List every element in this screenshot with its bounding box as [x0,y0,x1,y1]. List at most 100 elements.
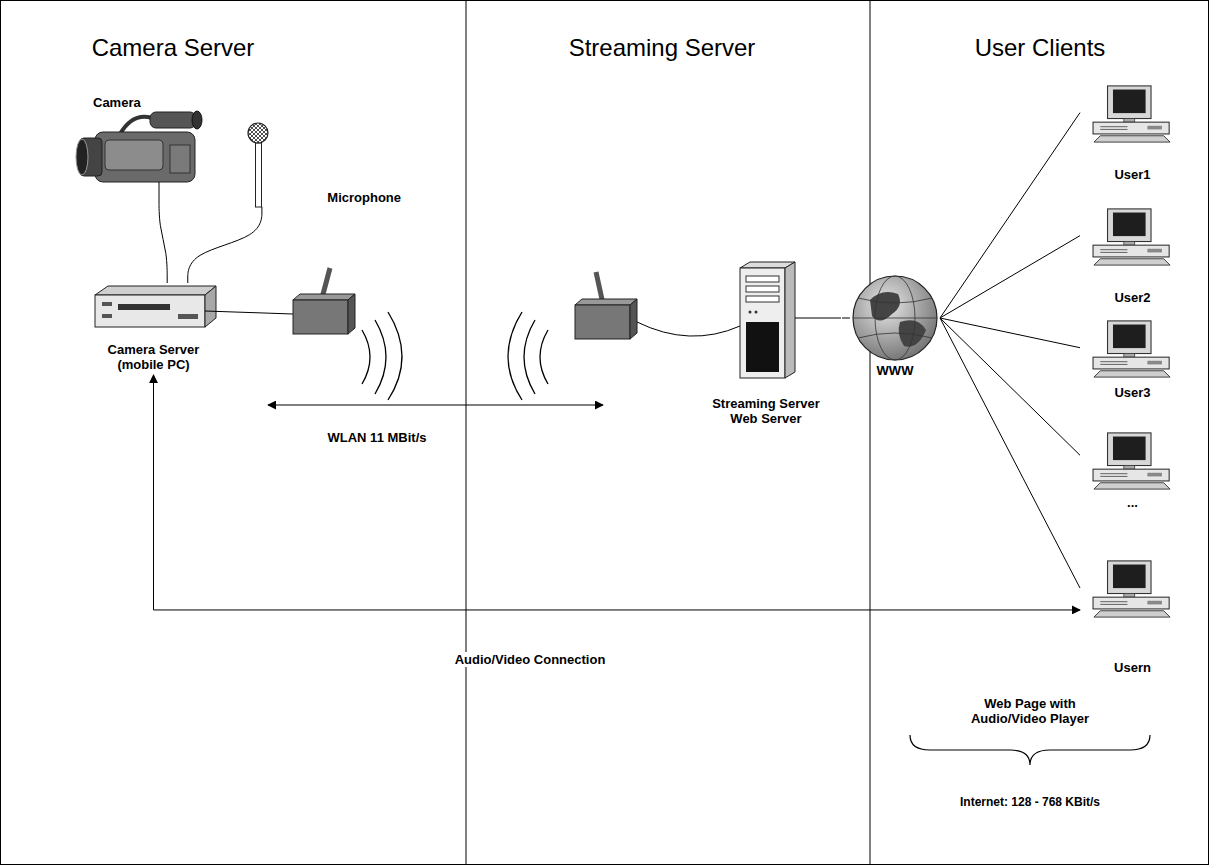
user-client-node: User3 [1080,317,1185,400]
camcorder-illustration-part [170,145,190,173]
user-computers-part [1093,321,1170,377]
column-heading-holder: Streaming Server [522,34,802,62]
client-label: ... [1125,495,1140,510]
camcorder-illustration-part [150,112,196,128]
camcorder-illustration [76,111,202,196]
camera-server-illustration-part [178,314,198,319]
network-label: WWW [875,363,916,378]
streaming-server-illustration-part [785,262,795,378]
microphone-illustration-part [248,123,268,143]
user-client-node: User1 [1080,80,1185,182]
cable-line [188,207,262,283]
streaming-server-illustration-part [740,268,785,378]
microphone-node: Microphone [245,115,425,207]
client-label: Usern [1112,660,1153,675]
player-note: Web Page with Audio/Video Player [955,696,1105,726]
streaming-server-illustration-part [746,276,779,282]
user-client-node: User2 [1080,203,1185,305]
user-client-node: Usern [1080,555,1185,675]
device-label: Streaming Server Web Server [698,396,834,426]
column-heading: User Clients [973,34,1108,62]
cable-line [940,318,1080,348]
wlan-antenna-left-part [388,312,402,400]
camera-server-illustration-part [95,295,205,327]
wlan-antenna-left-part [293,294,355,300]
device-label: Microphone [325,190,403,205]
streaming-server-illustration-part [746,322,779,372]
wlan-antenna-right-part [575,305,630,339]
camcorder-illustration-part [95,132,195,182]
link-speed-label-holder: WLAN 11 MBit/s [282,428,472,446]
user-client-node: ... [1080,427,1185,510]
camera-server-illustration-part [205,286,216,327]
streaming-server-illustration-part [795,318,841,319]
camcorder-illustration-part [76,139,88,175]
wlan-antenna-right-part [540,330,548,384]
camcorder-illustration-part [192,111,202,129]
column-heading-holder: Camera Server [53,34,293,62]
column-heading-holder: User Clients [930,34,1150,62]
brace [910,735,1150,765]
device-label: Camera Server (mobile PC) [93,342,214,372]
user-computers-part [1093,433,1170,489]
microphone-illustration [248,123,268,207]
globe-illustration-part [853,318,937,319]
cable-line [940,236,1080,318]
camera-server-illustration [95,286,216,327]
wlan-antenna-left-part [362,330,370,384]
user-computers-part [1093,561,1170,617]
camera-node: Camera [75,92,215,196]
globe-illustration-part [858,298,932,338]
streaming-server-illustration-part [746,296,779,302]
camera-server-illustration-part [102,314,112,318]
wlan-antenna-right [508,272,740,400]
user-computers-part [1093,209,1170,265]
client-label: User1 [1112,167,1152,182]
cable-line [842,318,850,319]
camera-server-illustration-part [102,302,112,306]
wlan-antenna-left-part [293,300,348,334]
streaming-server-illustration [740,262,841,378]
wlan-antenna-right-part [524,320,535,394]
connector-layer-part [154,113,1081,610]
bandwidth-note-holder: Internet: 128 - 768 KBit/s [920,792,1140,810]
cable-line [940,318,1080,588]
connection-label-holder: Audio/Video Connection [420,650,640,668]
wlan-antenna-right-part [575,299,637,305]
streaming-server-node: Streaming Server Web Server [690,258,842,430]
player-note-holder: Web Page with Audio/Video Player [955,696,1105,727]
column-heading: Camera Server [90,34,257,62]
cable-line [940,318,1080,455]
camera-server-illustration-part [95,286,216,295]
wlan-antenna-left-part [205,311,293,314]
column-divider [466,0,467,865]
camcorder-illustration-part [105,140,163,170]
client-label: User3 [1112,385,1152,400]
wlan-antenna-left-part [348,294,355,334]
wlan-arrow [268,405,603,406]
camcorder-illustration-part [159,182,160,196]
streaming-server-illustration-part [749,311,752,314]
streaming-server-illustration-part [755,311,758,314]
wlan-antenna-left [205,268,402,400]
camcorder-illustration-part [120,117,152,134]
connection-arrow [154,375,1081,610]
globe-illustration-part [870,292,900,321]
column-heading: Streaming Server [567,34,758,62]
camera-server-node: Camera Server (mobile PC) [85,283,222,375]
link-speed-label: WLAN 11 MBit/s [326,430,429,445]
user-computers-part [1093,86,1170,142]
streaming-server-illustration-part [746,286,779,292]
wlan-antenna-right-part [630,299,637,339]
cable-line [159,196,167,283]
microphone-illustration-part [256,143,262,207]
device-label: Camera [91,95,143,110]
wlan-antenna-right-part [508,312,522,400]
globe-illustration-part [853,276,937,360]
column-divider [870,0,871,865]
bandwidth-note: Internet: 128 - 768 KBit/s [958,795,1102,809]
camera-server-illustration-part [118,304,170,310]
